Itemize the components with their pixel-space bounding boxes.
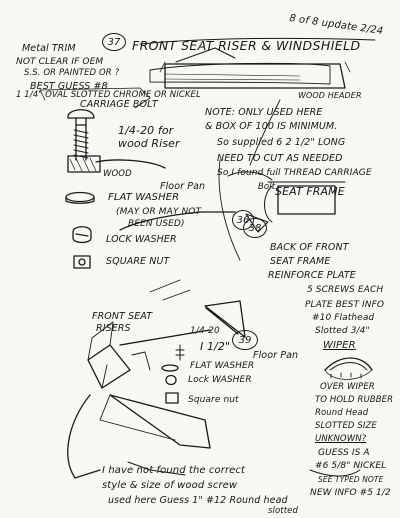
riser-square-nut: Square nut bbox=[188, 395, 239, 405]
wiper-desc2: TO HOLD RUBBER bbox=[315, 395, 394, 405]
supply-note-line6: Bolt. bbox=[258, 182, 278, 192]
riser-lock-washer: Lock WASHER bbox=[188, 375, 252, 385]
seat-frame-desc1: BACK OF FRONT bbox=[270, 242, 349, 253]
wiper-desc1: OVER WIPER bbox=[320, 382, 375, 392]
seat-frame-desc4: 5 SCREWS EACH bbox=[307, 285, 384, 295]
page-number-circle: 37 bbox=[102, 33, 126, 51]
supply-note-line3: So supplied 6 2 1/2" LONG bbox=[217, 137, 346, 148]
bottom-note-line3: used here Guess 1" #12 Round head bbox=[108, 495, 288, 506]
trim-note-line4: BEST GUESS #8 bbox=[30, 81, 108, 92]
lock-washer-label: LOCK WASHER bbox=[106, 234, 177, 245]
seat-frame-title: SEAT FRAME bbox=[275, 185, 345, 198]
wiper-title: WIPER bbox=[323, 340, 356, 351]
wiper-arc bbox=[324, 357, 373, 371]
wood-header-label: WOOD HEADER bbox=[298, 91, 362, 100]
seat-frame-callout: 38 bbox=[248, 222, 262, 234]
page-number: 37 bbox=[107, 36, 121, 48]
square-nut-label: SQUARE NUT bbox=[106, 256, 170, 267]
bottom-note-line1: I have not found the correct bbox=[102, 465, 246, 476]
seat-frame-desc2: SEAT FRAME bbox=[270, 256, 331, 267]
riser-block-left bbox=[87, 344, 131, 389]
floor-pan-label: Floor Pan bbox=[160, 181, 206, 192]
supply-note-line4: NEED TO CUT AS NEEDED bbox=[217, 153, 343, 164]
trim-note-line2: NOT CLEAR IF OEM bbox=[16, 57, 104, 67]
carriage-bolt-head bbox=[67, 109, 95, 119]
wiper-guess2: #6 5/8" NICKEL bbox=[315, 461, 387, 471]
wiper-guess1: GUESS IS A bbox=[318, 448, 370, 458]
wood-block-drawing bbox=[67, 155, 101, 173]
bolt-spec-line1: 1/4-20 for bbox=[118, 124, 174, 137]
bottom-note-line2: style & size of wood screw bbox=[102, 480, 238, 491]
lock-washer-drawing bbox=[72, 226, 92, 244]
seat-frame-page-ref: 36 bbox=[236, 214, 250, 226]
wiper-see-note: SEE TYPED NOTE bbox=[318, 475, 384, 484]
trim-note-line3: S.S. OR PAINTED OR ? bbox=[24, 68, 120, 78]
risers-label-line1: FRONT SEAT bbox=[92, 311, 153, 322]
washer-note-line2: BEEN USED) bbox=[128, 219, 185, 229]
wood-label: WOOD bbox=[103, 169, 132, 179]
square-nut-drawing bbox=[73, 255, 91, 269]
seat-frame-desc7: Slotted 3/4" bbox=[315, 326, 370, 336]
risers-callout-circle: 39 bbox=[232, 330, 258, 350]
carriage-bolt-label: CARRIAGE BOLT bbox=[80, 99, 158, 110]
seat-frame-desc5: PLATE BEST INFO bbox=[305, 300, 385, 310]
supply-note-line5: So I found full THREAD CARRIAGE bbox=[217, 168, 372, 178]
trim-note-line5: 1 1/4" OVAL SLOTTED CHROME OR NICKEL bbox=[16, 90, 201, 100]
bolt-spec-line2: wood Riser bbox=[118, 137, 180, 150]
riser-flat-washer: FLAT WASHER bbox=[190, 361, 255, 371]
risers-label-line2: RISERS bbox=[96, 323, 131, 334]
seat-frame-drawing bbox=[277, 185, 336, 215]
supply-note-line1: NOTE: ONLY USED HERE bbox=[205, 107, 323, 118]
wiper-desc4: SLOTTED SIZE bbox=[315, 421, 377, 431]
risers-callout: 39 bbox=[238, 334, 252, 346]
seat-frame-desc6: #10 Flathead bbox=[312, 313, 375, 323]
wiper-new-info: NEW INFO #5 1/2 bbox=[310, 488, 391, 498]
riser-bolt-size: 1/4-20 bbox=[190, 326, 220, 336]
riser-floor-pan: Floor Pan bbox=[253, 350, 299, 361]
wiper-desc5: UNKNOWN? bbox=[315, 434, 367, 444]
supply-note-line2: & BOX OF 100 IS MINIMUM. bbox=[205, 121, 338, 132]
bottom-note-line4: slotted bbox=[268, 506, 298, 516]
seat-frame-callout-circle: 38 bbox=[243, 218, 267, 238]
flat-washer-drawing bbox=[65, 191, 95, 203]
wiper-desc3: Round Head bbox=[315, 408, 369, 418]
washer-note-line1: (MAY OR MAY NOT bbox=[116, 207, 202, 217]
seat-frame-desc3: REINFORCE PLATE bbox=[268, 270, 356, 281]
flat-washer-label: FLAT WASHER bbox=[108, 192, 180, 203]
riser-bolt-length: I 1/2" bbox=[200, 340, 231, 353]
trim-note-line1: Metal TRIM bbox=[22, 43, 76, 54]
page-title: FRONT SEAT RISER & WINDSHIELD bbox=[132, 38, 361, 53]
wood-header-drawing bbox=[164, 63, 346, 89]
